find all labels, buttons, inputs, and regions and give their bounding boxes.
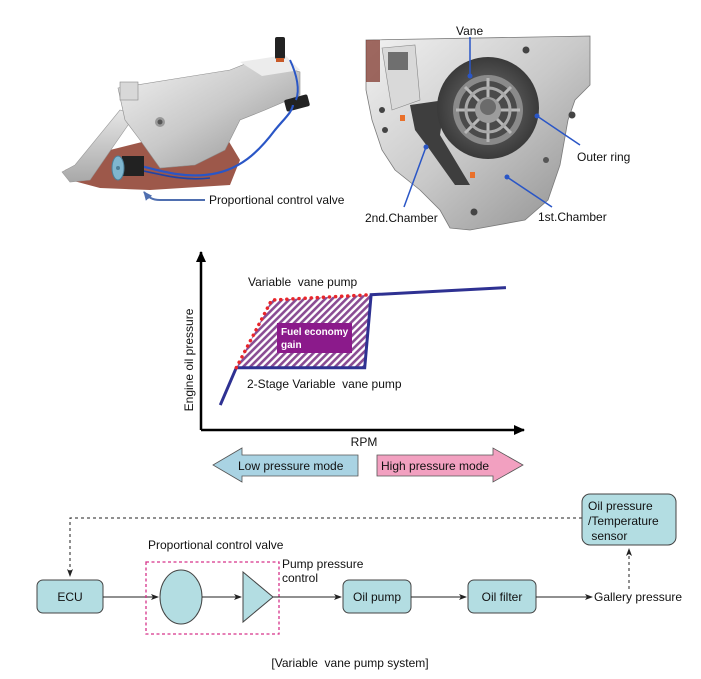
pressure-vs-rpm-chart: Engine oil pressure RPM Variable vane pu… bbox=[182, 251, 525, 483]
pump-exterior-photo: Proportional control valve bbox=[61, 37, 345, 207]
sensor-label-line2: /Temperature bbox=[588, 514, 659, 528]
low-pressure-mode-arrow: Low pressure mode bbox=[212, 447, 359, 483]
ecu-node: ECU bbox=[36, 579, 104, 614]
1st-chamber-callout-line bbox=[506, 176, 553, 208]
proportional-valve-callout-line bbox=[143, 191, 205, 201]
oil-filter-label: Oil filter bbox=[482, 590, 523, 604]
series-variable-vane-pump-line bbox=[234, 292, 373, 370]
label-vane: Vane bbox=[456, 24, 483, 38]
fuel-economy-label-line1: Fuel economy bbox=[281, 327, 349, 338]
figure-caption: [Variable vane pump system] bbox=[271, 656, 428, 670]
feedback-line bbox=[67, 517, 582, 577]
fuel-economy-label-line2: gain bbox=[281, 340, 302, 351]
sensor-label-line3: sensor bbox=[588, 529, 627, 543]
amplifier-triangle bbox=[242, 570, 274, 624]
pump-pressure-label-line2: control bbox=[282, 571, 318, 585]
sensor-node: Oil pressure /Temperature sensor bbox=[581, 493, 677, 546]
x-axis-label: RPM bbox=[351, 435, 378, 449]
valve-group-label: Proportional control valve bbox=[148, 538, 284, 552]
fuel-economy-label-box bbox=[277, 323, 352, 353]
outer-ring-callout-line bbox=[536, 115, 581, 146]
gallery-pressure-label: Gallery pressure bbox=[594, 590, 682, 604]
label-1st-chamber: 1st.Chamber bbox=[538, 210, 607, 224]
y-axis-label: Engine oil pressure bbox=[182, 308, 196, 411]
ecu-label: ECU bbox=[57, 590, 82, 604]
oil-filter-node: Oil filter bbox=[467, 579, 537, 614]
sensor-label-line1: Oil pressure bbox=[588, 499, 653, 513]
2nd-chamber-callout-line bbox=[403, 146, 427, 208]
label-outer-ring: Outer ring bbox=[577, 150, 630, 164]
oil-pump-label: Oil pump bbox=[353, 590, 401, 604]
annotation-2-stage-variable-vane-pump: 2-Stage Variable vane pump bbox=[247, 377, 402, 391]
pump-pressure-label-line1: Pump pressure bbox=[282, 557, 364, 571]
system-flow-diagram: ECU Proportional control valve Pump pres… bbox=[36, 493, 682, 635]
high-pressure-mode-arrow: High pressure mode bbox=[376, 447, 524, 483]
oil-pump-node: Oil pump bbox=[342, 579, 412, 614]
label-proportional-control-valve: Proportional control valve bbox=[209, 193, 345, 207]
label-2nd-chamber: 2nd.Chamber bbox=[365, 211, 438, 225]
annotation-variable-vane-pump: Variable vane pump bbox=[248, 275, 358, 289]
pump-interior-photo: Vane Outer ring 2nd.Chamber 1st.Chamber bbox=[365, 24, 630, 231]
series-2-stage-vane-pump-line bbox=[218, 286, 507, 406]
solenoid-circle bbox=[159, 569, 203, 625]
low-pressure-mode-label: Low pressure mode bbox=[238, 459, 344, 473]
high-pressure-mode-label: High pressure mode bbox=[381, 459, 489, 473]
valve-group-box bbox=[145, 561, 280, 635]
